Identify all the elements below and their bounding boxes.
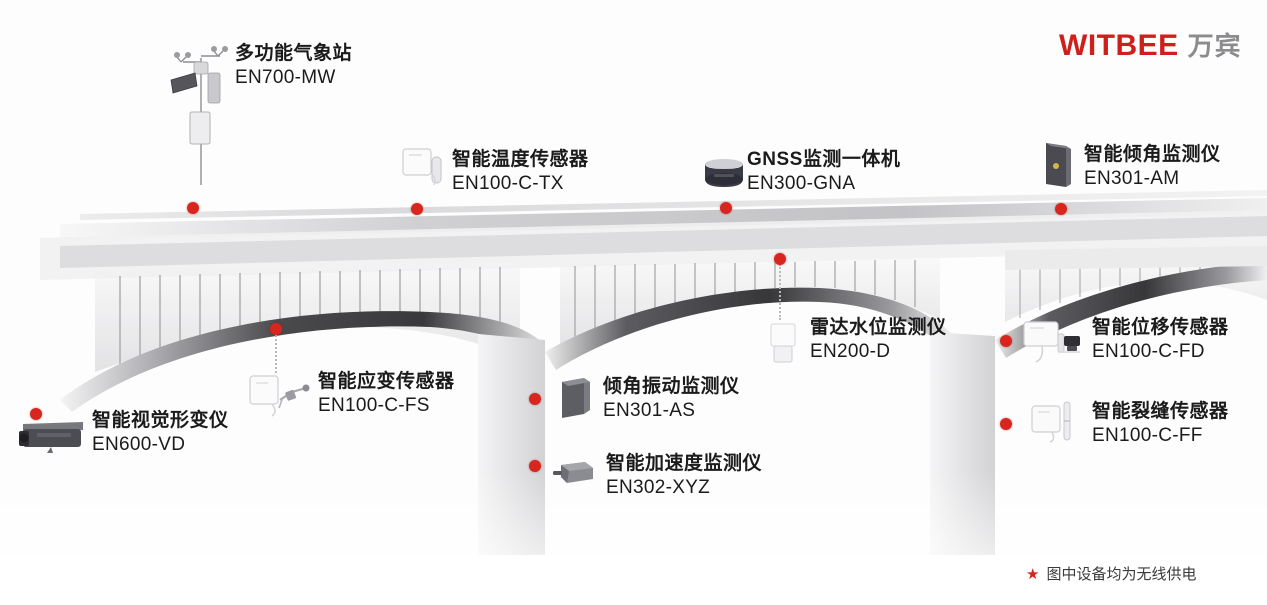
label-strain-sensor: 智能应变传感器 EN100-C-FS <box>318 370 455 419</box>
camera-icon <box>17 414 89 454</box>
inclination-box-icon <box>1040 140 1074 190</box>
label-model-acceleration-monitor: EN302-XYZ <box>606 477 711 499</box>
brand-logo-cjk: 万宾 <box>1187 31 1242 61</box>
label-model-inclination-monitor: EN301-AM <box>1084 168 1180 190</box>
brand-logo: WITBEE 万宾 <box>1059 26 1242 63</box>
weather-station-icon <box>168 40 234 185</box>
marker-dot-temperature-sensor[interactable] <box>411 203 423 215</box>
marker-dot-crack-sensor[interactable] <box>1000 418 1012 430</box>
marker-dot-displacement-sensor[interactable] <box>1000 335 1012 347</box>
brand-logo-latin: WITBEE <box>1059 29 1179 62</box>
label-inclination-monitor: 智能倾角监测仪 EN301-AM <box>1084 143 1221 192</box>
label-model-vibration-monitor: EN301-AS <box>603 400 696 422</box>
label-model-visual-deformation: EN600-VD <box>92 434 186 456</box>
temperature-sensor-icon <box>400 145 452 189</box>
label-vibration-monitor: 倾角振动监测仪 EN301-AS <box>603 375 740 424</box>
marker-dot-strain-sensor[interactable] <box>270 323 282 335</box>
label-model-weather-station: EN700-MW <box>235 67 336 89</box>
label-name-radar-water-level: 雷达水位监测仪 <box>810 317 947 338</box>
radar-level-icon <box>768 322 798 364</box>
crack-sensor-icon <box>1030 400 1080 444</box>
marker-dot-acceleration-monitor[interactable] <box>529 460 541 472</box>
label-radar-water-level: 雷达水位监测仪 EN200-D <box>810 316 947 365</box>
displacement-sensor-icon <box>1022 318 1092 366</box>
label-name-strain-sensor: 智能应变传感器 <box>318 371 455 392</box>
star-icon: ★ <box>1026 565 1040 583</box>
wireless-power-note-text: 图中设备均为无线供电 <box>1046 566 1197 583</box>
label-model-strain-sensor: EN100-C-FS <box>318 395 430 417</box>
label-model-temperature-sensor: EN100-C-TX <box>452 173 564 195</box>
label-name-temperature-sensor: 智能温度传感器 <box>452 149 589 170</box>
leader-line-strain-sensor <box>275 335 277 373</box>
label-name-gnss-monitor: GNSS监测一体机 <box>747 149 901 170</box>
label-weather-station: 多功能气象站 EN700-MW <box>235 42 352 91</box>
label-name-displacement-sensor: 智能位移传感器 <box>1092 317 1229 338</box>
label-crack-sensor: 智能裂缝传感器 EN100-C-FF <box>1092 400 1229 449</box>
marker-dot-inclination-monitor[interactable] <box>1055 203 1067 215</box>
label-name-vibration-monitor: 倾角振动监测仪 <box>603 376 740 397</box>
marker-dot-radar-water-level[interactable] <box>774 253 786 265</box>
label-name-crack-sensor: 智能裂缝传感器 <box>1092 401 1229 422</box>
label-name-visual-deformation: 智能视觉形变仪 <box>92 410 229 431</box>
label-displacement-sensor: 智能位移传感器 EN100-C-FD <box>1092 316 1229 365</box>
label-model-crack-sensor: EN100-C-FF <box>1092 425 1203 447</box>
marker-dot-visual-deformation[interactable] <box>30 408 42 420</box>
label-gnss-monitor: GNSS监测一体机 EN300-GNA <box>747 148 900 197</box>
marker-dot-vibration-monitor[interactable] <box>529 393 541 405</box>
wireless-power-note: ★ 图中设备均为无线供电 <box>1026 563 1196 584</box>
vibration-box-icon <box>557 376 595 420</box>
label-name-acceleration-monitor: 智能加速度监测仪 <box>606 453 763 474</box>
label-model-gnss-monitor: EN300-GNA <box>747 173 856 195</box>
label-name-weather-station: 多功能气象站 <box>235 43 353 64</box>
label-model-displacement-sensor: EN100-C-FD <box>1092 341 1205 363</box>
label-name-inclination-monitor: 智能倾角监测仪 <box>1084 144 1221 165</box>
marker-dot-gnss-monitor[interactable] <box>720 202 732 214</box>
strain-sensor-icon <box>248 374 312 418</box>
gnss-icon <box>700 155 748 191</box>
label-model-radar-water-level: EN200-D <box>810 341 891 363</box>
accelerometer-icon <box>551 459 597 487</box>
marker-dot-weather-station[interactable] <box>187 202 199 214</box>
leader-line-radar-water-level <box>779 264 781 320</box>
label-acceleration-monitor: 智能加速度监测仪 EN302-XYZ <box>606 452 762 501</box>
label-temperature-sensor: 智能温度传感器 EN100-C-TX <box>452 148 589 197</box>
label-visual-deformation: 智能视觉形变仪 EN600-VD <box>92 409 229 458</box>
